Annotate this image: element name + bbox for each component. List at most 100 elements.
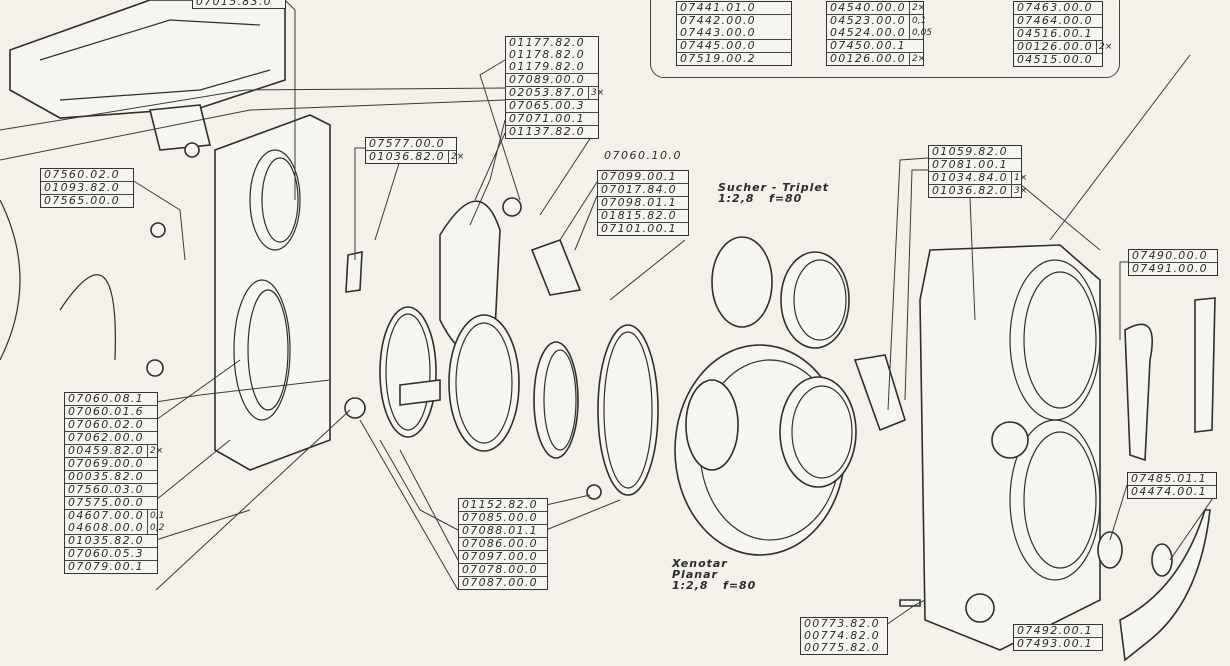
part-number-row: 07086.00.0 <box>459 537 547 550</box>
part-number: 01036.82.0 <box>932 184 1008 197</box>
part-number: 07069.00.0 <box>68 457 144 470</box>
part-quantity: 3× <box>587 87 606 99</box>
part-quantity: 0,2 <box>146 522 166 534</box>
part-number-row: 07078.00.0 <box>459 563 547 576</box>
part-number: 01178.82.0 <box>509 48 585 61</box>
part-number-row: 07088.01.1 <box>459 524 547 537</box>
part-number: 01815.82.0 <box>601 209 677 222</box>
part-number-row: 01059.82.0 <box>929 146 1021 158</box>
viewfinder-lens-note: Sucher - Triplet 1:2,8 f=80 <box>718 181 830 205</box>
part-quantity: 0,1 <box>146 510 166 522</box>
part-number-row: 07060.08.1 <box>65 393 157 405</box>
part-number: 01179.82.0 <box>509 60 585 73</box>
part-number: 04607.00.0 <box>68 509 144 522</box>
part-number: 07519.00.2 <box>680 52 756 65</box>
part-number-row: 00773.82.0 <box>801 618 887 630</box>
part-number: 00459.82.0 <box>68 444 144 457</box>
part-number: 07087.00.0 <box>462 576 538 589</box>
part-quantity: 1× <box>1010 172 1029 184</box>
part-number-row: 07060.01.6 <box>65 405 157 418</box>
part-number: 07060.01.6 <box>68 405 144 418</box>
part-number-row: 01815.82.0 <box>598 209 688 222</box>
part-number-row: 04474.00.1 <box>1128 485 1216 498</box>
part-number-row: 01093.82.0 <box>41 181 133 194</box>
part-quantity: 0,05 <box>908 27 934 39</box>
part-number: 07085.00.0 <box>462 511 538 524</box>
part-number-row: 07493.00.1 <box>1014 637 1102 650</box>
part-number: 04540.00.0 <box>830 1 906 14</box>
part-number-row: 01178.82.0 <box>506 49 598 61</box>
part-number-row: 07069.00.0 <box>65 457 157 470</box>
part-number-row: 07101.00.1 <box>598 222 688 235</box>
part-number-row: 07443.00.0 <box>677 27 791 39</box>
part-number: 07560.02.0 <box>44 168 120 181</box>
part-number-row: 07445.00.0 <box>677 39 791 52</box>
part-number-row: 07560.03.0 <box>65 483 157 496</box>
part-number: 07088.01.1 <box>462 524 538 537</box>
part-number: 07086.00.0 <box>462 537 538 550</box>
part-number: 07081.00.1 <box>932 158 1008 171</box>
part-number: 00035.82.0 <box>68 470 144 483</box>
part-number: 01059.82.0 <box>932 145 1008 158</box>
part-number: 07464.00.0 <box>1017 14 1093 27</box>
lens-assembly-drawing <box>674 236 906 556</box>
part-number: 07071.00.1 <box>509 112 585 125</box>
part-number: 04515.00.0 <box>1017 53 1093 66</box>
part-number: 07097.00.0 <box>462 550 538 563</box>
part-number: 07078.00.0 <box>462 563 538 576</box>
part-number-row: 07492.00.1 <box>1014 625 1102 637</box>
part-number-row: 01152.82.0 <box>459 499 547 511</box>
part-quantity: 2× <box>447 151 466 163</box>
part-number: 01137.82.0 <box>509 125 585 138</box>
part-number: 07060.08.1 <box>68 392 144 405</box>
part-number-row: 07085.00.0 <box>459 511 547 524</box>
part-number: 07017.84.0 <box>601 183 677 196</box>
part-number-row: 07097.00.0 <box>459 550 547 563</box>
part-number-row: 07071.00.1 <box>506 112 598 125</box>
part-quantity: 2× <box>1095 41 1114 53</box>
part-number-row: 07519.00.2 <box>677 52 791 65</box>
part-number: 07060.05.3 <box>68 547 144 560</box>
leader-lines <box>0 0 1216 626</box>
part-number: 00773.82.0 <box>804 617 880 630</box>
part-number: 00775.82.0 <box>804 641 880 654</box>
part-number-row: 07099.00.1 <box>598 171 688 183</box>
part-number-row: 07464.00.0 <box>1014 14 1102 27</box>
part-number: 07463.00.0 <box>1017 1 1093 14</box>
part-number: 07443.00.0 <box>680 26 756 39</box>
part-number-row: 07065.00.3 <box>506 99 598 112</box>
part-number-row: 00774.82.0 <box>801 630 887 642</box>
part-number-row: 07450.00.1 <box>827 39 923 52</box>
part-number-row: 07442.00.0 <box>677 14 791 27</box>
part-number-row: 07087.00.0 <box>459 576 547 589</box>
part-quantity: 2× <box>146 445 165 457</box>
part-number: 07089.00.0 <box>509 73 585 86</box>
part-number: 01036.82.0 <box>369 150 445 163</box>
part-number-row: 04516.00.1 <box>1014 27 1102 40</box>
film-frame-drawing <box>9 0 286 158</box>
part-number: 07442.00.0 <box>680 14 756 27</box>
part-number: 04516.00.1 <box>1017 27 1093 40</box>
part-number: 04608.00.0 <box>68 521 144 534</box>
parts-table-top-left: 07015.83.0 <box>192 0 286 9</box>
part-number-row: 07560.02.0 <box>41 169 133 181</box>
part-number: 07099.00.1 <box>601 170 677 183</box>
part-number: 07492.00.1 <box>1017 624 1093 637</box>
part-number: 07445.00.0 <box>680 39 756 52</box>
